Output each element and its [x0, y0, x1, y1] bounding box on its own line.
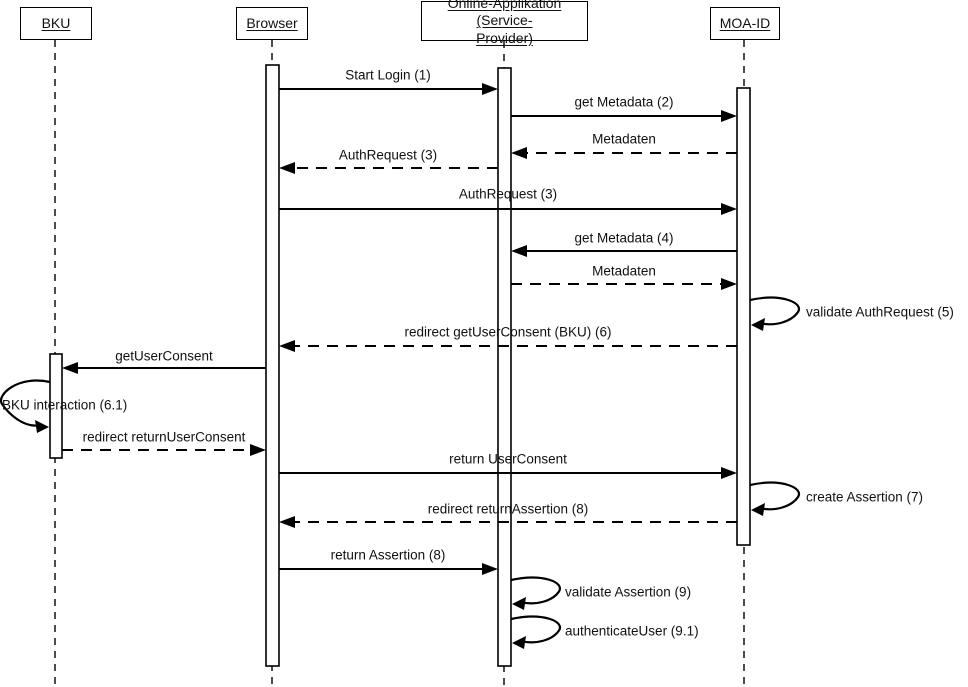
loop-label-validate-authrequest: validate AuthRequest (5): [806, 304, 954, 320]
message-label-start-login: Start Login (1): [345, 67, 431, 83]
actor-box-online-applikation: Online-Applikation (Service- Provider): [421, 0, 588, 46]
message-label-metadaten-2: Metadaten: [592, 263, 656, 279]
message-label-get-metadata-4: get Metadata (4): [574, 230, 674, 246]
actor-label-bku: BKU: [41, 14, 71, 31]
message-label-getuserconsent: getUserConsent: [115, 348, 213, 364]
message-label-get-metadata-2: get Metadata (2): [574, 94, 674, 110]
message-label-authrequest-forward: AuthRequest (3): [458, 186, 558, 202]
loop-label-authenticateuser: authenticateUser (9.1): [565, 623, 699, 639]
message-label-redirect-returnuserconsent: redirect returnUserConsent: [82, 429, 246, 445]
loop-label-validate-assertion: validate Assertion (9): [565, 584, 692, 600]
message-label-return-userconsent: return UserConsent: [449, 451, 567, 467]
actor-box-browser: Browser: [236, 7, 308, 40]
message-label-return-assertion: return Assertion (8): [330, 547, 446, 563]
loop-label-bku-interaction: BKU interaction (6.1): [2, 397, 128, 413]
message-label-redirect-getuserconsent: redirect getUserConsent (BKU) (6): [404, 324, 612, 340]
actor-label-online-applikation: Online-Applikation (Service- Provider): [447, 0, 562, 46]
actor-box-moa-id: MOA-ID: [710, 7, 780, 40]
actor-label-browser: Browser: [246, 14, 298, 31]
message-label-authrequest-return: AuthRequest (3): [338, 147, 438, 163]
message-label-redirect-returnassertion: redirect returnAssertion (8): [427, 501, 589, 517]
actor-box-bku: BKU: [20, 7, 92, 40]
actor-label-moa-id: MOA-ID: [719, 14, 771, 31]
message-label-metadaten-1: Metadaten: [592, 131, 656, 147]
loop-label-create-assertion: create Assertion (7): [806, 489, 924, 505]
